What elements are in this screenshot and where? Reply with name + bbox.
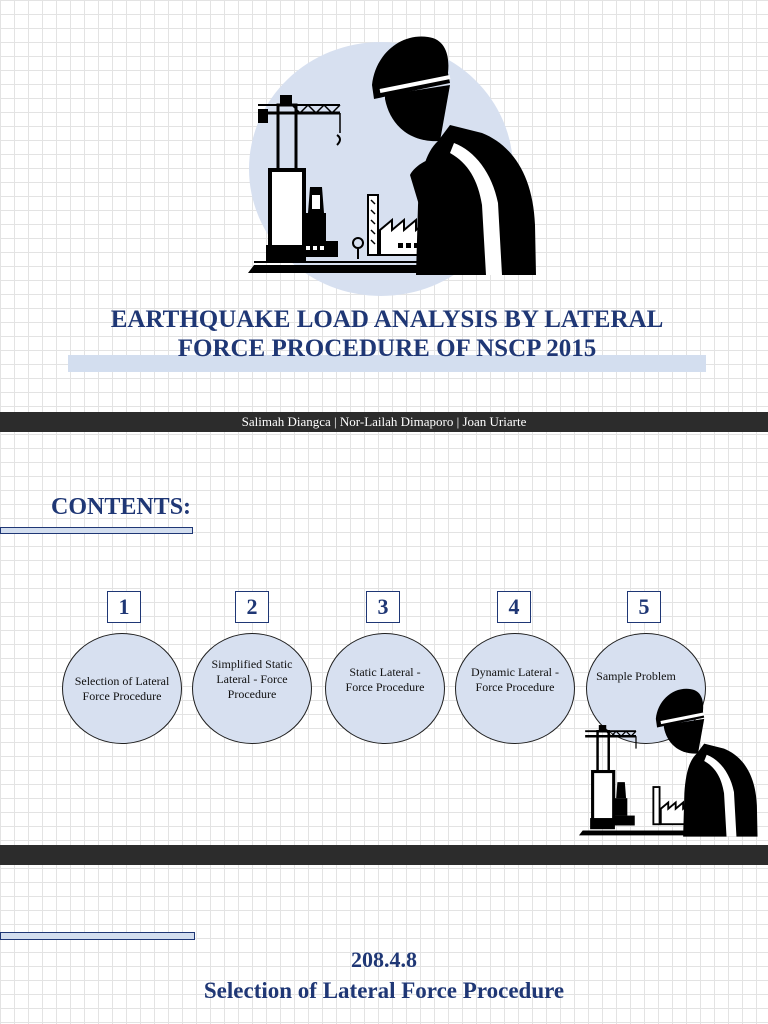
topic-number-2: 2 [235, 591, 269, 623]
topic-number-5: 5 [627, 591, 661, 623]
construction-worker-icon [248, 36, 536, 275]
topic-label-5: Sample Problem [596, 668, 676, 683]
topic-number-4: 4 [497, 591, 531, 623]
crane-icon [258, 95, 341, 263]
topic-circle-4: Dynamic Lateral -Force Procedure [455, 633, 575, 744]
title-underline [68, 355, 706, 372]
factory-icon [367, 194, 429, 256]
topic-circle-3: Static Lateral - Force Procedure [325, 633, 445, 744]
tower-icon [302, 187, 338, 257]
topic-circle-2: Simplified Static Lateral - Force Proced… [192, 633, 312, 744]
contents-underline [0, 527, 193, 534]
topic-number-1: 1 [107, 591, 141, 623]
worker-icon [372, 36, 536, 275]
topic-label-1: Selection of Lateral Force Procedure [74, 673, 170, 703]
section-number: 208.4.8 [351, 947, 417, 972]
topic-circle-1: Selection of Lateral Force Procedure [62, 633, 182, 744]
section-title: Selection of Lateral Force Procedure [203, 978, 565, 1003]
section-divider-bar [0, 845, 768, 865]
contents-heading: CONTENTS: [51, 494, 192, 520]
title-line-1: EARTHQUAKE LOAD ANALYSIS BY LATERAL [110, 306, 664, 333]
topic-label-3: Static Lateral - Force Procedure [345, 664, 425, 694]
dish-icon [352, 237, 364, 259]
topic-label-2: Simplified Static Lateral - Force Proced… [211, 657, 293, 701]
title-line-2: FORCE PROCEDURE OF NSCP 2015 [177, 335, 597, 362]
construction-worker-small-icon [578, 688, 758, 837]
presentation-title: EARTHQUAKE LOAD ANALYSIS BY LATERAL FORC… [60, 305, 714, 363]
authors-bar: Salimah Diangca | Nor-Lailah Dimaporo | … [0, 412, 768, 432]
section-underline [0, 932, 195, 940]
topic-label-4: Dynamic Lateral -Force Procedure [471, 664, 559, 694]
topic-number-3: 3 [366, 591, 400, 623]
